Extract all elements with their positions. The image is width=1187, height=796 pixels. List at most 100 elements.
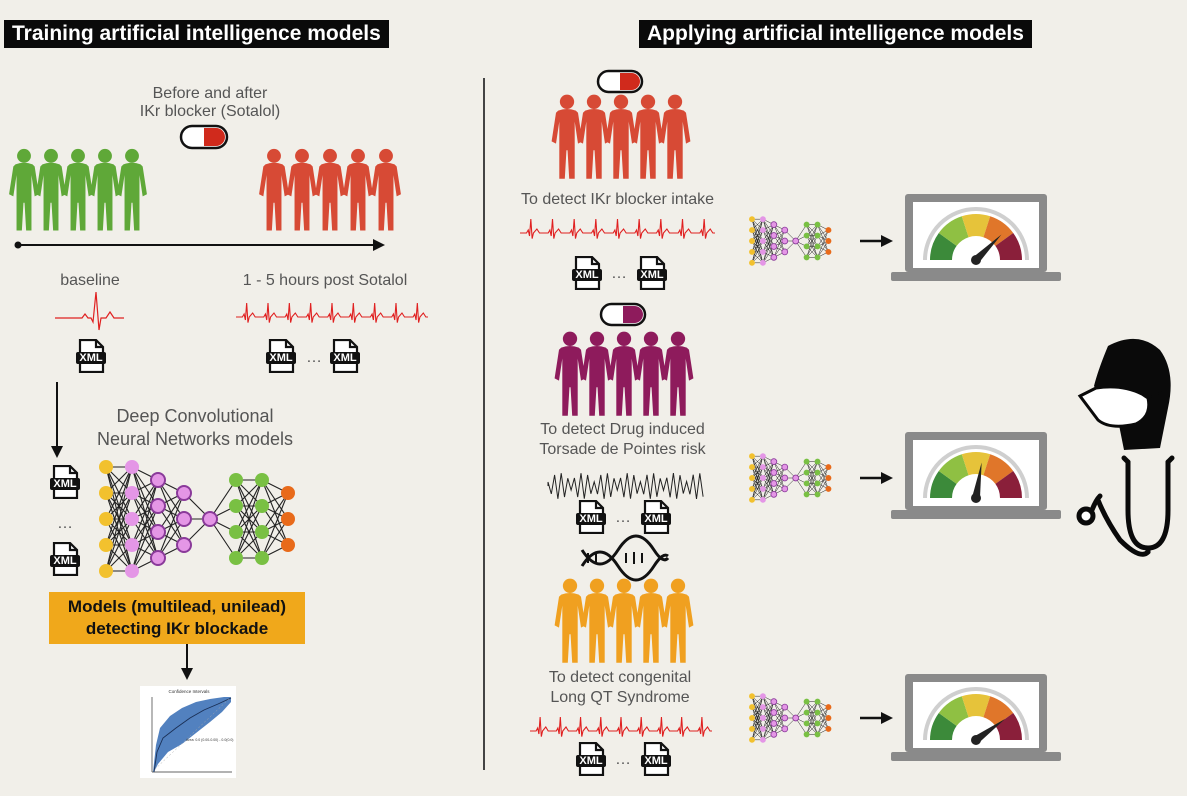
network-connection <box>817 466 829 495</box>
network-node <box>803 232 810 239</box>
network-node <box>781 714 789 722</box>
network-node <box>749 715 755 721</box>
network-connection <box>751 219 764 252</box>
right-arrow <box>860 235 893 247</box>
network-node <box>125 538 139 552</box>
network-node <box>749 464 755 471</box>
network-connection <box>751 696 764 719</box>
person-icon <box>371 148 401 231</box>
label-task-drug-line1: To detect Drug induced <box>540 421 705 438</box>
network-connection <box>751 717 764 740</box>
network-node <box>255 473 269 487</box>
person-icon <box>662 578 694 663</box>
xml-file-icon: XML <box>576 500 606 534</box>
network-node <box>825 464 832 471</box>
network-node <box>814 232 821 239</box>
person-icon <box>608 331 640 416</box>
network-node <box>825 725 832 732</box>
network-node <box>749 693 755 700</box>
network-connection <box>751 707 764 740</box>
network-node <box>770 720 778 727</box>
network-node <box>125 486 139 500</box>
network-node <box>770 221 778 228</box>
network-connection <box>806 461 818 484</box>
network-node <box>176 485 192 501</box>
network-connection <box>751 219 764 263</box>
person-icon <box>287 148 317 231</box>
network-connection <box>235 479 263 533</box>
label-task-congenital-line1: To detect congenital <box>548 669 692 686</box>
xml-file-icon: XML <box>330 339 360 373</box>
neural-network-icon <box>99 460 295 578</box>
svg-text:XML: XML <box>269 352 293 364</box>
person-icon <box>581 331 613 416</box>
gauge-needle <box>973 234 1002 263</box>
xml-file-icon: XML <box>641 742 671 776</box>
network-node <box>99 564 113 578</box>
network-connection <box>762 461 775 490</box>
network-connection <box>751 467 764 500</box>
network-node <box>759 725 766 732</box>
svg-text:XML: XML <box>79 352 103 364</box>
xml-file-icon: XML <box>641 500 671 534</box>
network-node <box>814 720 821 727</box>
person-icon <box>259 148 289 231</box>
network-node <box>825 475 832 481</box>
label-task-ikr: To detect IKr blocker intake <box>521 191 714 208</box>
ecg-trace-ikr <box>520 218 715 239</box>
xml-file-icon: XML <box>572 256 602 290</box>
network-node <box>125 512 139 526</box>
person-icon <box>343 148 373 231</box>
network-connection <box>806 712 818 735</box>
network-connection <box>261 518 289 559</box>
network-connection <box>762 235 775 263</box>
label-post-sotalol: 1 - 5 hours post Sotalol <box>242 272 408 289</box>
network-node <box>770 254 778 261</box>
network-node <box>803 480 810 487</box>
people-group-post-sotalol <box>259 148 401 231</box>
network-node <box>759 453 766 460</box>
network-node <box>229 499 243 513</box>
network-node <box>814 469 821 476</box>
network-node <box>803 243 810 250</box>
gauge-hub <box>971 255 981 265</box>
network-node <box>825 238 832 244</box>
ellipsis: … <box>306 349 322 366</box>
network-connection <box>762 472 775 500</box>
gauge-rim <box>923 445 1029 499</box>
network-node <box>150 498 166 514</box>
network-node <box>759 464 766 471</box>
network-node <box>781 226 789 234</box>
right-arrow <box>860 472 893 484</box>
network-node <box>229 551 243 565</box>
label-task-drug-line2: Torsade de Pointes risk <box>539 441 706 458</box>
person-icon <box>554 578 586 663</box>
network-node <box>781 485 789 493</box>
xml-file-icon: XML <box>266 339 296 373</box>
gauge-segment <box>938 454 969 484</box>
right-arrow <box>860 712 893 724</box>
roc-chart-thumbnail: Confidence Intervals Area: 0.0 (0.00-0.0… <box>140 686 236 778</box>
network-node <box>803 491 810 498</box>
label-baseline: baseline <box>60 272 120 289</box>
network-connection <box>105 466 133 572</box>
gauge-rim <box>923 207 1029 261</box>
label-dcnn-line2: Neural Networks models <box>96 429 294 449</box>
network-node <box>255 499 269 513</box>
network-node <box>749 238 755 244</box>
network-node <box>814 458 821 465</box>
network-connection <box>762 461 775 500</box>
network-node <box>749 475 755 481</box>
network-connection <box>817 477 829 495</box>
roc-chart-annotation: Area: 0.0 (0.00-0.00) - 0.0(0.0) <box>186 738 233 742</box>
network-node <box>770 469 778 476</box>
network-node <box>759 496 766 503</box>
network-connection <box>806 701 818 735</box>
network-connection <box>806 701 818 724</box>
network-node <box>759 227 766 234</box>
network-node <box>814 243 821 250</box>
network-node <box>749 248 755 255</box>
network-node <box>814 221 821 228</box>
